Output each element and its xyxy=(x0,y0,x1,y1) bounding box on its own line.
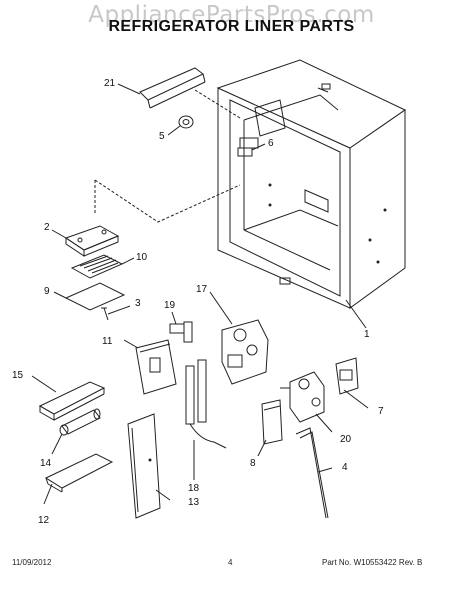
callout-13: 13 xyxy=(188,497,200,508)
callout-21: 21 xyxy=(104,78,116,89)
part-4-tube xyxy=(295,427,333,519)
watermark: AppliancePartsPros.com xyxy=(88,2,375,28)
part-17-valve xyxy=(209,291,269,385)
part-11-bracket xyxy=(123,339,177,395)
part-1-leader xyxy=(345,299,367,329)
callout-20: 20 xyxy=(340,434,352,445)
liner-box xyxy=(216,59,406,309)
callout-19: 19 xyxy=(164,300,176,311)
callout-4: 4 xyxy=(342,462,348,473)
part-19-sensor xyxy=(169,311,193,343)
part-6-clip xyxy=(237,143,266,157)
page-title: REFRIGERATOR LINER PARTS xyxy=(108,18,355,35)
footer-page: 4 xyxy=(228,558,233,567)
part-9-plate xyxy=(53,282,126,311)
part-18-heater xyxy=(185,359,227,480)
callout-10: 10 xyxy=(136,252,148,263)
part-15-arm xyxy=(31,375,106,421)
leader-line xyxy=(94,179,241,223)
callout-2: 2 xyxy=(44,222,50,233)
callout-12: 12 xyxy=(38,515,50,526)
callout-5: 5 xyxy=(159,131,165,142)
part-5-knob xyxy=(167,115,194,136)
callout-14: 14 xyxy=(40,458,52,469)
part-8-bracket xyxy=(257,399,283,457)
part-13-panel xyxy=(127,413,171,519)
footer-date: 11/09/2012 xyxy=(12,558,52,567)
part-10-grille xyxy=(70,254,135,279)
callout-labels: 21 5 6 2 10 9 3 19 17 11 15 1 7 14 20 8 … xyxy=(12,78,384,526)
part-2-housing xyxy=(51,225,120,257)
callout-1: 1 xyxy=(364,329,370,340)
part-3-screw xyxy=(101,305,131,321)
part-7-lever xyxy=(335,357,369,409)
callout-8: 8 xyxy=(250,458,256,469)
callout-6: 6 xyxy=(268,138,274,149)
part-21-vent xyxy=(117,67,241,119)
callout-15: 15 xyxy=(12,370,24,381)
part-14-cartridge xyxy=(51,408,101,455)
callout-3: 3 xyxy=(135,298,141,309)
part-12-tray xyxy=(43,453,114,505)
callout-9: 9 xyxy=(44,286,50,297)
footer-part-number: Part No. W10553422 Rev. B xyxy=(322,558,423,567)
callout-18: 18 xyxy=(188,483,200,494)
part-20-water-valve xyxy=(280,371,333,433)
callout-11: 11 xyxy=(102,336,113,347)
callout-17: 17 xyxy=(196,284,208,295)
callout-7: 7 xyxy=(378,406,384,417)
